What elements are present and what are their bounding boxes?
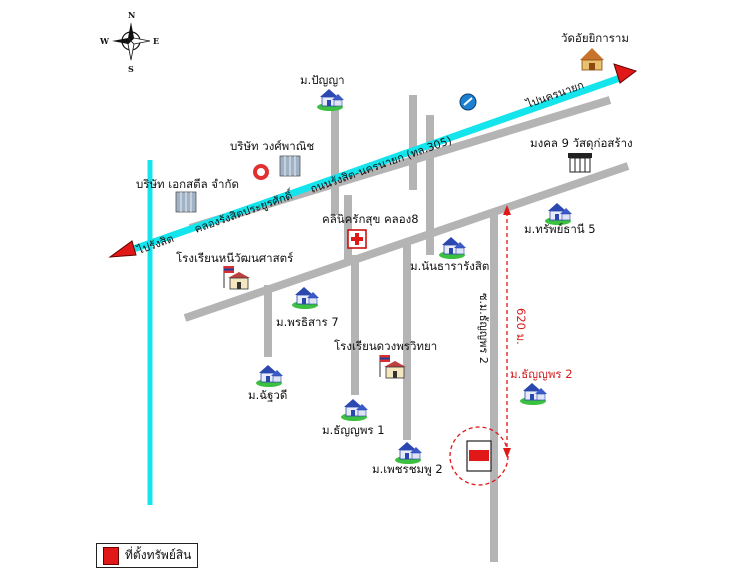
distance-arrow-down (503, 448, 511, 458)
road-network (183, 95, 630, 562)
property-circle (449, 426, 509, 486)
temple-icon (580, 48, 604, 71)
house-thanyaporn1-icon (341, 399, 368, 421)
store-mongkol-icon (568, 153, 592, 173)
label-panya: ม.ปัญญา (300, 73, 345, 87)
label-clinic: คลินิครักสุข คลอง8 (322, 212, 419, 226)
clinic-cross-icon (347, 229, 367, 249)
house-sapthani-icon (545, 203, 572, 225)
label-soi-thanyaporn2: ซ.ม.ธัญญพร 2 (477, 293, 490, 364)
arrow-to-nakhon-nayok (613, 63, 638, 84)
house-nanthara-icon (439, 237, 466, 259)
label-wongpanit: บริษัท วงศ์พาณิช (230, 139, 314, 153)
compass-w: W (99, 36, 110, 46)
label-temple: วัดอัยยิการาม (561, 31, 629, 45)
house-markers (256, 89, 572, 464)
label-to-rangsit: ไปรังสิต (135, 232, 176, 257)
compass-s: S (128, 64, 134, 74)
label-thanyaporn2: ม.ธัญญพร 2 (510, 367, 573, 381)
building-wongpanit-icon (279, 155, 301, 177)
label-school1: โรงเรียนหนีวัฒนศาสตร์ (176, 251, 293, 265)
landmark-logo-icon (459, 93, 477, 111)
house-panya-icon (317, 89, 344, 111)
house-pornsiri-icon (292, 287, 319, 309)
legend-label: ที่ตั้งทรัพย์สิน (125, 548, 192, 562)
label-chalurdee: ม.ฉัฐวดี (248, 388, 287, 402)
label-excel: บริษัท เอกสตีล จำกัด (136, 177, 239, 191)
label-canal: คลองรังสิตประยูรศักดิ์ (192, 187, 296, 236)
school-nee-icon (223, 266, 250, 290)
company-logo-red-icon (253, 164, 269, 180)
property-marker-icon (469, 450, 489, 461)
label-mongkol: มงคล 9 วัสดุก่อสร้าง (530, 136, 633, 150)
label-nanthara: ม.นันธารารังสิต (410, 259, 489, 273)
building-excel-icon (175, 191, 197, 213)
compass-icon: N S E W (99, 10, 159, 74)
distance-arrow-up (503, 205, 511, 215)
label-phetchomphu: ม.เพชรชมพู 2 (372, 462, 443, 476)
house-phetchomphu-icon (395, 442, 422, 464)
compass-e: E (153, 36, 159, 46)
compass-n: N (128, 10, 135, 20)
canal-diagonal (123, 74, 622, 256)
road-lower-main (183, 162, 630, 322)
legend: ที่ตั้งทรัพย์สิน (96, 543, 199, 568)
label-sapthani: ม.ทรัพย์ธานี 5 (524, 222, 596, 236)
label-school2: โรงเรียนดวงพรวิทยา (334, 339, 437, 353)
house-chalurdee-icon (256, 365, 283, 387)
legend-marker-icon (103, 546, 119, 565)
arrow-to-rangsit (108, 240, 137, 258)
label-thanyaporn1: ม.ธัญญพร 1 (322, 423, 385, 437)
label-pornsiri: ม.พรธิสาร 7 (276, 315, 339, 329)
house-thanyaporn2-icon (520, 383, 547, 405)
school-duangporn-icon (379, 355, 406, 379)
label-distance: 620 ม. (514, 308, 528, 345)
